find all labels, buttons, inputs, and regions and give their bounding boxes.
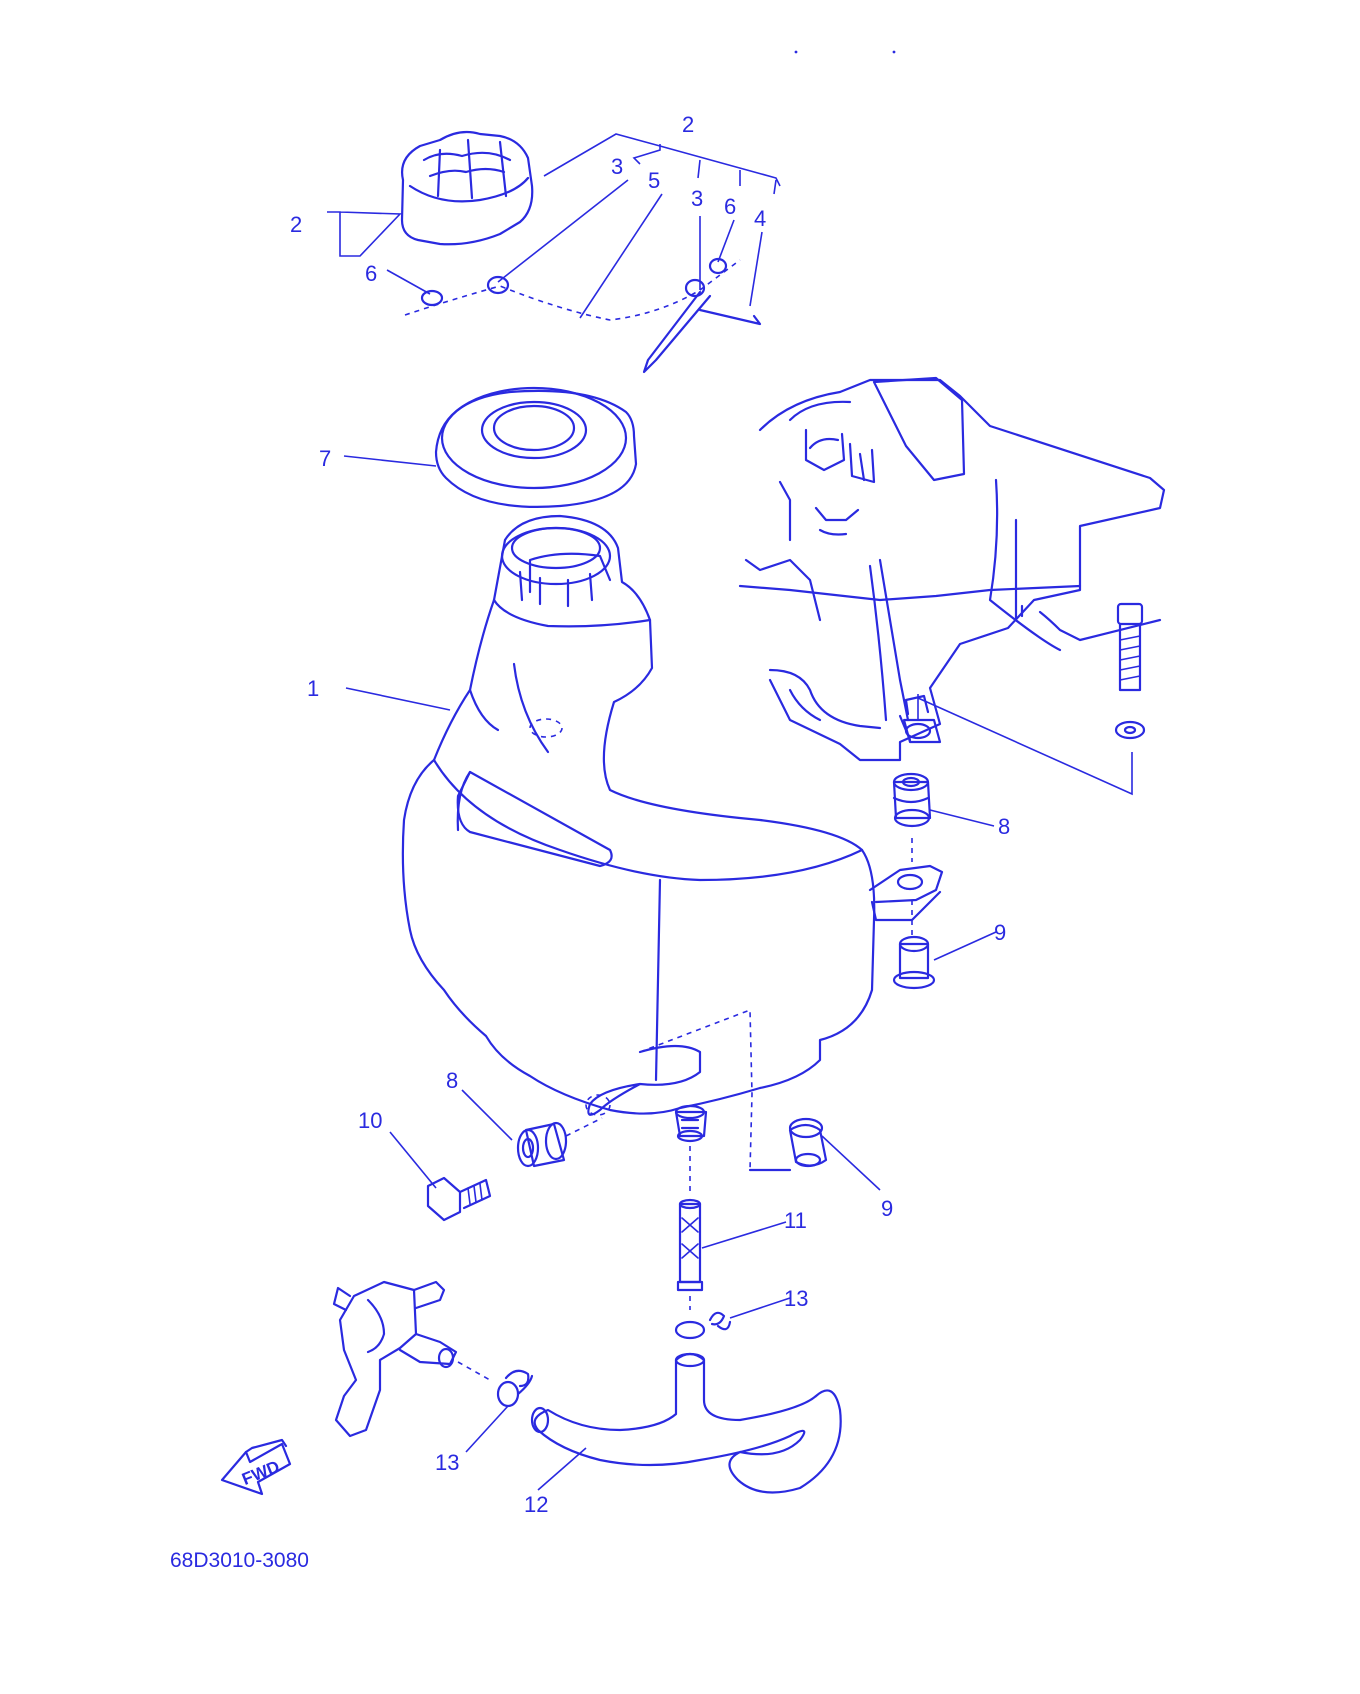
leader-lines (327, 133, 997, 1491)
callout-5: 5 (648, 168, 660, 193)
fuel-hose[interactable] (530, 1352, 842, 1494)
assembly-line (457, 1361, 491, 1381)
filler-gasket[interactable] (434, 386, 638, 508)
grommet-upper[interactable] (892, 772, 932, 828)
hose-clip-lower[interactable] (496, 1369, 534, 1408)
collar-upper[interactable] (892, 935, 936, 990)
cap-chain (404, 257, 762, 374)
callout-8: 8 (446, 1068, 458, 1093)
callout-11: 11 (784, 1208, 807, 1233)
fuel-filter[interactable] (676, 1198, 704, 1292)
callout-7: 7 (319, 446, 331, 471)
fwd-arrow-icon: FWD (220, 1438, 292, 1496)
callout-numbers: 1 2 2 3 3 4 5 6 6 7 8 8 9 9 10 11 12 13 … (290, 112, 1010, 1517)
fuel-cap[interactable] (400, 130, 534, 246)
callout-13: 13 (435, 1450, 459, 1475)
callout-3: 3 (691, 186, 703, 211)
callout-8: 8 (998, 814, 1010, 839)
engine-housing (738, 376, 1166, 796)
scan-marks (794, 50, 896, 54)
callout-12: 12 (524, 1492, 548, 1517)
washer-upper[interactable] (1114, 720, 1146, 740)
collar-lower[interactable] (788, 1117, 828, 1168)
split-ring (420, 289, 444, 307)
hose-clip-upper[interactable] (674, 1311, 732, 1340)
callout-6: 6 (724, 194, 736, 219)
callout-13: 13 (784, 1286, 808, 1311)
fuel-tank[interactable] (401, 514, 876, 1172)
callout-9: 9 (994, 920, 1006, 945)
mount-bolt-lower[interactable] (426, 1176, 492, 1222)
diagram-code: 68D3010-3080 (170, 1549, 309, 1572)
split-ring (708, 257, 728, 275)
callout-10: 10 (358, 1108, 382, 1133)
callout-4: 4 (754, 206, 766, 231)
callout-3: 3 (611, 154, 623, 179)
split-ring (684, 278, 706, 298)
callout-9: 9 (881, 1196, 893, 1221)
callout-2: 2 (682, 112, 694, 137)
callout-2: 2 (290, 212, 302, 237)
grommet-lower[interactable] (516, 1121, 568, 1168)
mount-bolt-upper[interactable] (1116, 602, 1144, 692)
assembly-line (565, 1117, 603, 1137)
tank-outlet (674, 1104, 708, 1143)
fwd-label: FWD (239, 1457, 282, 1489)
fuel-cock[interactable] (332, 1280, 458, 1438)
split-ring (486, 275, 510, 295)
callout-1: 1 (307, 676, 319, 701)
retainer-pin (642, 290, 712, 374)
tank-bracket-arm (868, 864, 944, 922)
callout-6: 6 (365, 261, 377, 286)
